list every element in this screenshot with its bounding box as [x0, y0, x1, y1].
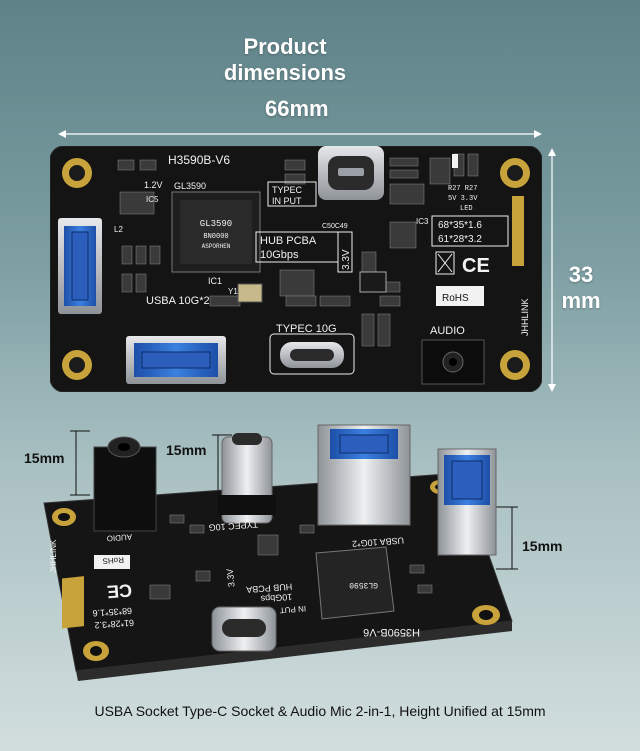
- width-dimension-label: 66mm: [265, 96, 329, 121]
- pcb-perspective-view: GL3590 H3590B-V6 TYPEC 10G USBA 10G*2 HU…: [43, 424, 518, 681]
- height-arrow-bottom: [548, 384, 556, 392]
- dims-line1: 68*35*1.6: [438, 220, 482, 231]
- edge-pads-perspective: [62, 576, 84, 629]
- model-silkscreen: H3590B-V6: [168, 153, 230, 167]
- chip-marking-2: BN0000: [203, 233, 228, 241]
- rohs-perspective: RoHS: [94, 555, 130, 569]
- chip-name-silkscreen: GL3590: [174, 181, 206, 191]
- audio-silkscreen: AUDIO: [430, 325, 465, 337]
- voltage-1v2-silkscreen: 1.2V: [144, 180, 163, 190]
- typec-10g-perspective: TYPEC 10G: [208, 519, 258, 532]
- chip-ref-silkscreen: IC1: [208, 276, 222, 286]
- hub-line1-perspective: HUB PCBA: [246, 582, 293, 595]
- typec-10g-port: [269, 333, 355, 375]
- rohs-perspective-label: RoHS: [102, 555, 124, 565]
- led-row1: R27 R27: [448, 185, 477, 193]
- dims1-perspective: 68*35*1.6: [92, 606, 132, 619]
- cert-marks: CE: [435, 251, 490, 277]
- hub-pcba-line1: HUB PCBA: [260, 235, 317, 247]
- usb-a-port-left: [58, 218, 102, 314]
- audio-jack: [421, 339, 485, 385]
- brand-silkscreen: JHHLINK: [520, 298, 530, 336]
- ic5-silkscreen: IC5: [146, 195, 159, 204]
- led-row3: LED: [460, 205, 473, 213]
- usba-perspective: USBA 10G*2: [352, 535, 405, 549]
- width-arrow-right: [534, 130, 542, 138]
- height-unit: mm: [561, 288, 601, 313]
- led-row2: 5V 3.3V: [448, 195, 478, 203]
- typec-label-line2: IN PUT: [272, 196, 302, 206]
- rohs-box: RoHS: [436, 286, 484, 306]
- led-indicator: [452, 154, 458, 168]
- crystal-y1: [237, 283, 263, 303]
- product-dimensions-heading: Product dimensions: [0, 34, 570, 86]
- height-arrow-top: [548, 148, 556, 156]
- model-silkscreen-perspective: H3590B-V6: [363, 626, 420, 638]
- dims-line2: 61*28*3.2: [438, 234, 482, 245]
- gl3590-chip: GL3590 BN0000 ASPORHEN: [171, 191, 261, 273]
- typec-height-label: 15mm: [166, 442, 207, 458]
- pcb-board-edge: [76, 621, 512, 681]
- gl3590-chip-perspective: GL3590: [315, 546, 395, 620]
- height-dimension-label: 33 mm: [556, 262, 606, 314]
- ce-mark-icon: CE: [462, 255, 490, 277]
- y1-silkscreen: Y1: [228, 287, 238, 296]
- typec-input-label: TYPEC IN PUT: [267, 181, 317, 207]
- mounting-holes-perspective: [52, 480, 500, 661]
- usb-a-vertical-right: [437, 448, 497, 556]
- l2-silkscreen: L2: [114, 225, 123, 234]
- voltage-perspective: 3.3V: [225, 568, 237, 587]
- heading-line-2: dimensions: [223, 60, 347, 85]
- audio-height-label: 15mm: [24, 450, 65, 466]
- caption: USBA Socket Type-C Socket & Audio Mic 2-…: [94, 703, 546, 719]
- chip-name-perspective: GL3590: [349, 580, 378, 589]
- typec-socket-horizontal: [211, 606, 277, 652]
- hub-line2-perspective: 10Gbps: [260, 592, 293, 604]
- hub-pcba-box: HUB PCBA 10Gbps: [255, 231, 339, 263]
- usb-a-port-bottom: [126, 336, 226, 384]
- heading-line-1: Product: [243, 34, 327, 59]
- typec-in-perspective: IN PUT: [279, 604, 306, 615]
- dims-box: 68*35*1.6 61*28*3.2: [431, 215, 509, 247]
- smd-components: [117, 153, 479, 347]
- brand-perspective: JHHLINK: [49, 539, 58, 573]
- ic3-silkscreen: IC3: [416, 217, 429, 226]
- chip-marking-3: ASPORHEN: [202, 243, 231, 250]
- typec-socket-vertical: [218, 433, 276, 524]
- edge-pads: [512, 196, 524, 266]
- voltage-33-silkscreen: 3.3V: [341, 249, 352, 270]
- width-arrow-left: [58, 130, 66, 138]
- usba-silkscreen: USBA 10G*2: [146, 295, 210, 307]
- pcb-top-view: GL3590 BN0000 ASPORHEN: [50, 146, 542, 392]
- usb-height-label: 15mm: [522, 538, 563, 554]
- typec-input-port: [318, 146, 384, 200]
- hub-pcba-line2: 10Gbps: [260, 249, 299, 261]
- ce-mark-perspective-icon: CE: [106, 580, 132, 602]
- voltage-33-box: 3.3V: [337, 231, 353, 273]
- audio-jack-perspective: [93, 436, 157, 532]
- dims2-perspective: 61*28*3.2: [94, 618, 134, 631]
- chip-marking-1: GL3590: [200, 219, 232, 229]
- usb-a-vertical-center: [317, 424, 411, 526]
- typec-10g-silkscreen: TYPEC 10G: [276, 323, 337, 335]
- mounting-holes: [62, 158, 530, 380]
- typec-label-line1: TYPEC: [272, 185, 303, 195]
- c50-silkscreen: C50C49: [322, 223, 348, 230]
- audio-perspective: AUDIO: [106, 532, 132, 543]
- height-value: 33: [568, 262, 594, 287]
- smd-components-perspective: [149, 514, 433, 600]
- inductor: [359, 271, 387, 293]
- weee-icon: [435, 251, 455, 275]
- rohs-label: RoHS: [442, 293, 469, 304]
